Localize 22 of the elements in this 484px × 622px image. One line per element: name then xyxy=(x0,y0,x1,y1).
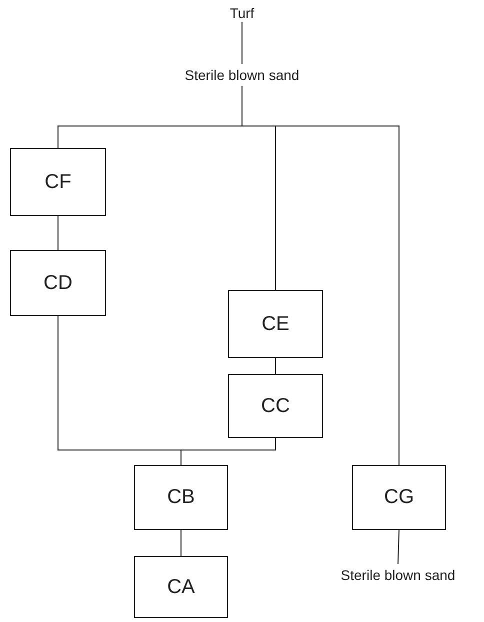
process-box xyxy=(10,250,106,316)
box-label: CB xyxy=(167,486,195,509)
box-label: CG xyxy=(384,486,414,509)
connector-line xyxy=(180,530,182,556)
node-label: Turf xyxy=(230,5,254,21)
connector-line xyxy=(242,86,400,466)
box-label: CF xyxy=(44,170,72,194)
node-label: Sterile blown sand xyxy=(340,567,456,583)
box-label: CE xyxy=(262,312,290,336)
process-box xyxy=(228,290,323,358)
process-box xyxy=(10,148,106,216)
process-box xyxy=(134,556,228,618)
connector-line xyxy=(398,530,400,564)
connector-line xyxy=(275,358,276,374)
box-label: CC xyxy=(261,394,290,418)
box-label: CD xyxy=(44,272,72,294)
box-label: CA xyxy=(167,576,195,598)
connector-line xyxy=(180,438,276,466)
node-label: Sterile blown sand xyxy=(184,67,300,83)
process-box xyxy=(134,465,228,530)
process-box xyxy=(352,465,446,530)
process-box xyxy=(228,374,323,438)
